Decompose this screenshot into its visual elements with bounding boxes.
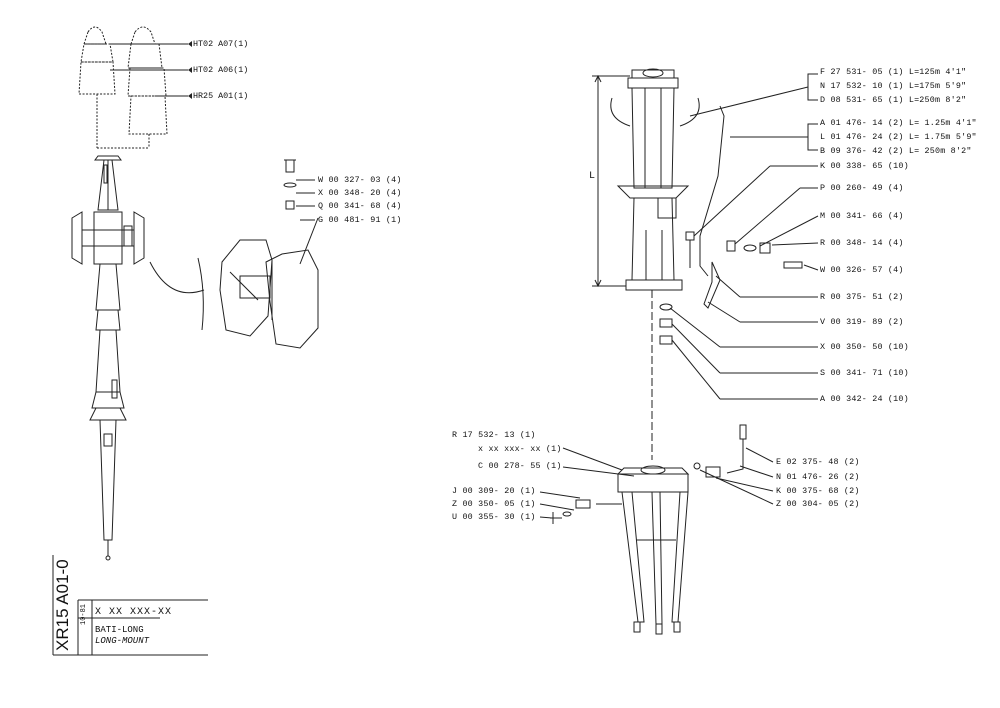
name-french: BATI-LONG bbox=[95, 625, 144, 635]
name-english: LONG-MOUNT bbox=[95, 636, 150, 646]
mast-tower-upper bbox=[610, 68, 700, 460]
part-label: A 00 342- 24 (10) bbox=[820, 394, 909, 404]
part-label: x xx xxx- xx (1) bbox=[478, 444, 562, 454]
drawing-date: 10-81 bbox=[80, 603, 88, 625]
part-label: W 00 327- 03 (4) bbox=[318, 175, 402, 185]
part-label: Z 00 350- 05 (1) bbox=[452, 499, 536, 509]
part-label: S 00 341- 71 (10) bbox=[820, 368, 909, 378]
ref-accessory-1: HT02 A07(1) bbox=[193, 39, 249, 49]
dimension-line bbox=[592, 74, 630, 288]
brace-rod bbox=[699, 105, 725, 277]
ref-accessory-2: HT02 A06(1) bbox=[193, 65, 249, 75]
ref-accessory-3: HR25 A01(1) bbox=[193, 91, 249, 101]
long-mount-mast bbox=[71, 155, 145, 561]
part-label: C 00 278- 55 (1) bbox=[478, 461, 562, 471]
part-label: A 01 476- 14 (2) L= 1.25m 4'1" bbox=[820, 118, 977, 128]
ghost-accessory-heads bbox=[78, 26, 168, 149]
part-label: R 17 532- 13 (1) bbox=[452, 430, 536, 440]
part-label: L 01 476- 24 (2) L= 1.75m 5'9" bbox=[820, 132, 977, 142]
part-label: R 00 348- 14 (4) bbox=[820, 238, 904, 248]
dimension-length-label: L bbox=[589, 171, 596, 182]
part-label: F 27 531- 05 (1) L=125m 4'1" bbox=[820, 67, 967, 77]
part-label: N 17 532- 10 (1) L=175m 5'9" bbox=[820, 81, 967, 91]
part-number: X XX XXX-XX bbox=[95, 607, 173, 618]
part-label: P 00 260- 49 (4) bbox=[820, 183, 904, 193]
part-label: N 01 476- 26 (2) bbox=[776, 472, 860, 482]
part-label: B 09 376- 42 (2) L= 250m 8'2" bbox=[820, 146, 972, 156]
part-label: M 00 341- 66 (4) bbox=[820, 211, 904, 221]
part-label: Z 00 304- 05 (2) bbox=[776, 499, 860, 509]
part-label: V 00 319- 89 (2) bbox=[820, 317, 904, 327]
part-label: E 02 375- 48 (2) bbox=[776, 457, 860, 467]
clamp-exploded bbox=[219, 159, 319, 349]
part-label: R 00 375- 51 (2) bbox=[820, 292, 904, 302]
part-label: G 00 481- 91 (1) bbox=[318, 215, 402, 225]
part-label: X 00 348- 20 (4) bbox=[318, 188, 402, 198]
tripod-base bbox=[616, 465, 690, 635]
drawing-code: XR15 A01-0 bbox=[53, 559, 72, 651]
part-label: W 00 326- 57 (4) bbox=[820, 265, 904, 275]
part-label: K 00 375- 68 (2) bbox=[776, 486, 860, 496]
part-label: D 08 531- 65 (1) L=250m 8'2" bbox=[820, 95, 967, 105]
part-label: K 00 338- 65 (10) bbox=[820, 161, 909, 171]
part-label: Q 00 341- 68 (4) bbox=[318, 201, 402, 211]
part-label: X 00 350- 50 (10) bbox=[820, 342, 909, 352]
part-label: J 00 309- 20 (1) bbox=[452, 486, 536, 496]
part-label: U 00 355- 30 (1) bbox=[452, 512, 536, 522]
title-block: XR15 A01-0 10-81 X XX XXX-XX BATI-LONG L… bbox=[53, 555, 208, 655]
